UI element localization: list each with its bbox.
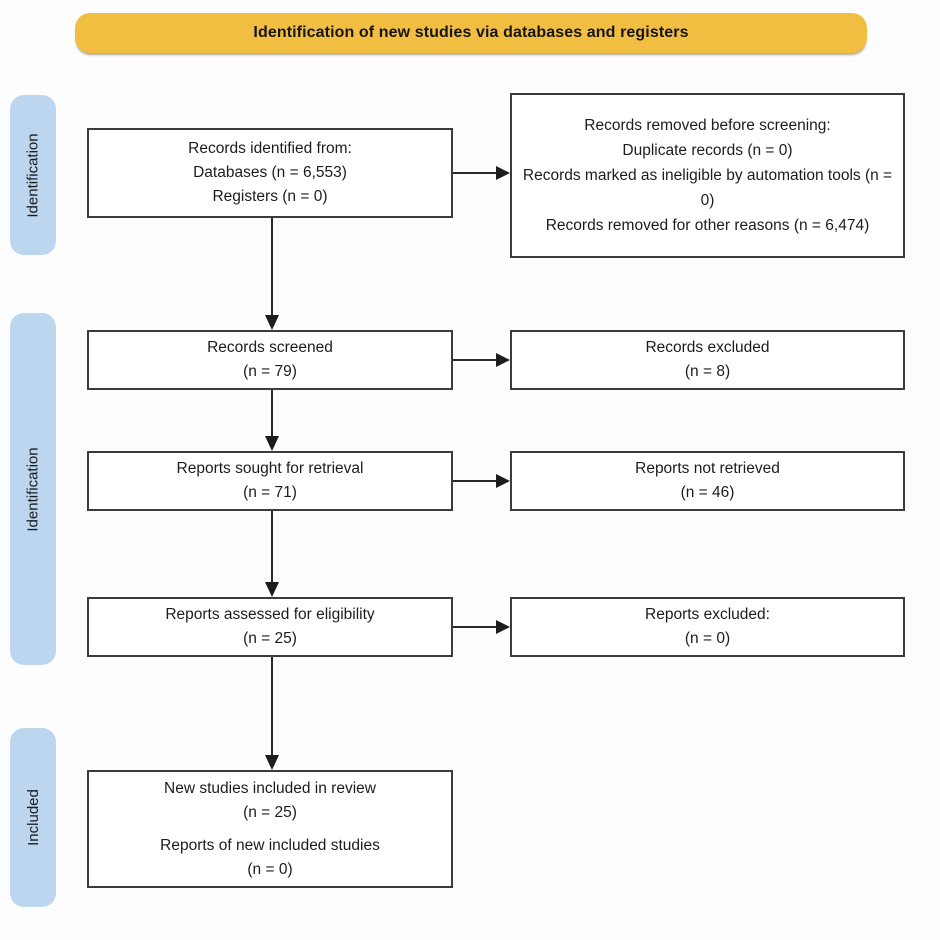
box-line: (n = 0) bbox=[247, 860, 293, 878]
stage-pill-identification-middle: Identification bbox=[10, 313, 56, 665]
box-records-screened: Records screened (n = 79) bbox=[87, 330, 453, 390]
box-line: Duplicate records (n = 0) bbox=[622, 142, 793, 159]
box-records-removed-before-screening: Records removed before screening: Duplic… bbox=[510, 93, 905, 258]
arrow-line-assessed-to-included bbox=[271, 657, 273, 755]
box-line: Records removed for other reasons (n = 6… bbox=[545, 217, 870, 234]
box-reports-not-retrieved: Reports not retrieved (n = 46) bbox=[510, 451, 905, 511]
box-line: (n = 25) bbox=[243, 803, 297, 821]
box-line: Records identified from: bbox=[188, 140, 352, 157]
box-line: (n = 0) bbox=[684, 630, 731, 647]
box-new-studies-included: New studies included in review (n = 25) … bbox=[87, 770, 453, 888]
arrow-head-screened-to-excluded bbox=[496, 353, 510, 367]
box-line: Registers (n = 0) bbox=[212, 188, 328, 205]
arrow-head-screened-to-sought bbox=[265, 436, 279, 451]
box-line: (n = 25) bbox=[243, 630, 297, 647]
box-reports-excluded: Reports excluded: (n = 0) bbox=[510, 597, 905, 657]
box-line: (n = 79) bbox=[243, 363, 297, 380]
box-line: New studies included in review bbox=[164, 779, 376, 797]
arrow-head-assessed-to-excluded bbox=[496, 620, 510, 634]
stage-pill-identification-top: Identification bbox=[10, 95, 56, 255]
banner: Identification of new studies via databa… bbox=[75, 13, 867, 53]
arrow-head-sought-to-assessed bbox=[265, 582, 279, 597]
arrow-head-identified-to-screened bbox=[265, 315, 279, 330]
box-line: Reports of new included studies bbox=[160, 836, 380, 854]
box-line: Records excluded bbox=[645, 339, 770, 356]
arrow-line-identified-to-removed bbox=[453, 172, 496, 174]
box-line: Databases (n = 6,553) bbox=[193, 164, 347, 181]
box-reports-sought-for-retrieval: Reports sought for retrieval (n = 71) bbox=[87, 451, 453, 511]
box-line: (n = 71) bbox=[243, 484, 297, 501]
box-line: (n = 8) bbox=[684, 363, 731, 380]
box-line: Reports not retrieved bbox=[635, 460, 780, 477]
arrow-line-sought-to-assessed bbox=[271, 511, 273, 582]
box-line: Records removed before screening: bbox=[584, 117, 831, 134]
arrow-head-assessed-to-included bbox=[265, 755, 279, 770]
stage-pill-included: Included bbox=[10, 728, 56, 907]
box-line: Reports assessed for eligibility bbox=[165, 606, 375, 623]
box-reports-assessed-for-eligibility: Reports assessed for eligibility (n = 25… bbox=[87, 597, 453, 657]
stage-label: Identification bbox=[24, 132, 42, 218]
banner-title: Identification of new studies via databa… bbox=[253, 24, 689, 41]
arrow-head-sought-to-not-retrieved bbox=[496, 474, 510, 488]
arrow-head-identified-to-removed bbox=[496, 166, 510, 180]
box-line: Records screened bbox=[207, 339, 333, 356]
box-line: Reports excluded: bbox=[645, 606, 770, 623]
box-line: Reports sought for retrieval bbox=[176, 460, 364, 477]
stage-label: Included bbox=[24, 789, 42, 846]
stage-label: Identification bbox=[24, 446, 42, 532]
box-records-identified: Records identified from: Databases (n = … bbox=[87, 128, 453, 218]
arrow-line-assessed-to-excluded bbox=[453, 626, 496, 628]
arrow-line-screened-to-excluded bbox=[453, 359, 496, 361]
arrow-line-screened-to-sought bbox=[271, 390, 273, 436]
arrow-line-identified-to-screened bbox=[271, 218, 273, 315]
arrow-line-sought-to-not-retrieved bbox=[453, 480, 496, 482]
box-line: (n = 46) bbox=[680, 484, 735, 501]
box-records-excluded: Records excluded (n = 8) bbox=[510, 330, 905, 390]
box-line: Records marked as ineligible by automati… bbox=[522, 167, 893, 209]
